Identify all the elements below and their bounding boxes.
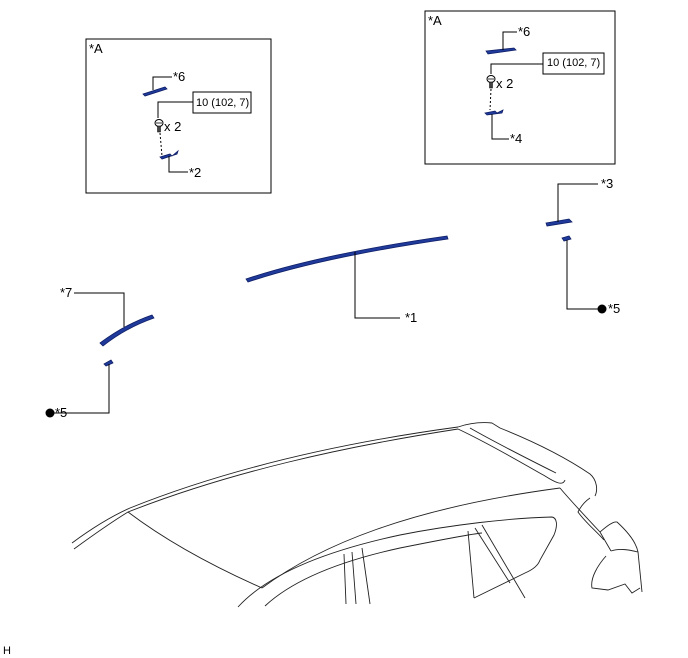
leader-1	[354, 252, 400, 319]
bolt-axis-left	[159, 132, 163, 157]
clip-part-2	[159, 149, 179, 160]
label-3: *3	[601, 176, 613, 191]
label-6-left: *6	[173, 69, 185, 84]
torque-value-left: 10 (102, 7)	[196, 97, 249, 109]
roof-molding-part-1	[245, 235, 449, 283]
label-1: *1	[405, 310, 417, 325]
leader-torque-right	[490, 63, 543, 74]
bolt-right	[486, 75, 496, 89]
leader-torque-left	[157, 101, 193, 118]
roof-molding-main: *1	[245, 235, 449, 325]
detail-view-left-title: *A	[89, 41, 103, 56]
leader-6-right	[502, 31, 517, 50]
label-4: *4	[510, 131, 522, 146]
label-2: *2	[189, 165, 201, 180]
label-7: *7	[60, 285, 72, 300]
label-5-left: *5	[55, 405, 67, 420]
label-5-right: *5	[608, 301, 620, 316]
diagram-code: H	[3, 645, 11, 657]
clip-front	[103, 359, 114, 367]
leader-2	[168, 156, 188, 173]
detail-view-right-frame	[424, 10, 616, 165]
label-6-right: *6	[518, 24, 530, 39]
marker-dot-right	[597, 304, 607, 314]
detail-view-left-frame	[85, 38, 272, 194]
leader-4	[491, 114, 509, 140]
leader-6-left	[152, 76, 172, 90]
clip-part-6-left	[142, 86, 168, 97]
front-cover-group: *7 *5	[45, 285, 155, 420]
end-cover-part-3	[545, 218, 573, 227]
vehicle-outline	[71, 422, 643, 608]
detail-view-left: *A *6 10 (102, 7) x 2 *2	[85, 38, 272, 194]
clip-part-4	[484, 109, 504, 116]
quantity-left: x 2	[164, 119, 181, 134]
leader-3	[557, 183, 598, 222]
clip-rear	[561, 235, 572, 242]
rear-cover-group: *3 *5	[545, 176, 620, 316]
leader-7	[74, 292, 125, 327]
leader-5-right	[566, 240, 601, 310]
bolt-left	[154, 119, 164, 133]
leader-5-left	[52, 364, 110, 414]
detail-view-right: *A *6 10 (102, 7) x 2 *4	[424, 10, 616, 165]
marker-dot-left	[45, 408, 55, 418]
detail-view-right-title: *A	[428, 13, 442, 28]
quantity-right: x 2	[496, 76, 513, 91]
clip-part-6-right	[485, 47, 517, 55]
bolt-axis-right	[489, 88, 492, 111]
torque-value-right: 10 (102, 7)	[547, 57, 600, 69]
end-cover-part-7	[99, 314, 155, 347]
